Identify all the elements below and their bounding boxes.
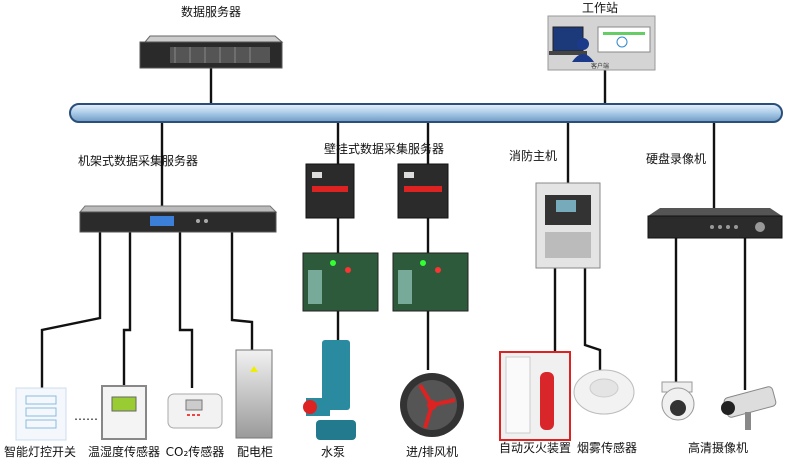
rack-collector: 机架式数据采集服务器	[78, 153, 278, 233]
wall-collector-2	[397, 163, 449, 219]
rack-collector-label: 机架式数据采集服务器	[78, 153, 198, 168]
ellipsis-label: ……	[74, 409, 98, 423]
device-temp-humidity	[101, 385, 147, 440]
device-light-switch	[15, 387, 67, 441]
device-extinguisher	[499, 351, 571, 441]
data-server-label: 数据服务器	[181, 4, 241, 19]
camera-label: 高清摄像机	[688, 440, 748, 455]
device-pump	[303, 340, 356, 440]
device-smoke	[573, 369, 635, 415]
data-server: 数据服务器	[139, 4, 284, 69]
pump-label: 水泵	[321, 445, 345, 459]
dvr: 硬盘录像机	[646, 151, 783, 239]
smoke-label: 烟雾传感器	[577, 440, 637, 455]
device-power-cabinet	[235, 349, 273, 439]
wall-collector-group: 壁挂式数据采集服务器	[302, 141, 469, 312]
light-switch-label: 智能灯控开关	[4, 444, 76, 459]
power-cabinet-label: 配电柜	[237, 445, 273, 459]
network-bus	[69, 103, 783, 123]
control-box-1	[302, 252, 379, 312]
connection-lines	[40, 68, 747, 390]
device-co2	[167, 393, 223, 429]
control-box-2	[392, 252, 469, 312]
device-camera-dome	[661, 381, 695, 421]
device-fan	[400, 373, 464, 437]
fan-label: 进/排风机	[406, 445, 458, 459]
fire-host-label: 消防主机	[509, 148, 557, 163]
extinguisher-label: 自动灭火装置	[499, 441, 571, 455]
temp-humidity-label: 温湿度传感器	[88, 444, 160, 459]
device-labels: 智能灯控开关 温湿度传感器 CO₂传感器 配电柜 水泵 进/排风机 自动灭火装置…	[4, 440, 748, 459]
workstation-label: 工作站	[582, 1, 618, 15]
workstation: 工作站 客户端	[547, 1, 656, 71]
device-camera-bullet	[721, 386, 777, 430]
wall-collector-1	[305, 163, 355, 219]
workstation-client-label: 客户端	[591, 62, 609, 70]
co2-label: CO₂传感器	[166, 444, 225, 459]
wall-collector-label: 壁挂式数据采集服务器	[324, 141, 444, 156]
dvr-label: 硬盘录像机	[646, 151, 706, 166]
fire-host: 消防主机	[509, 148, 601, 269]
